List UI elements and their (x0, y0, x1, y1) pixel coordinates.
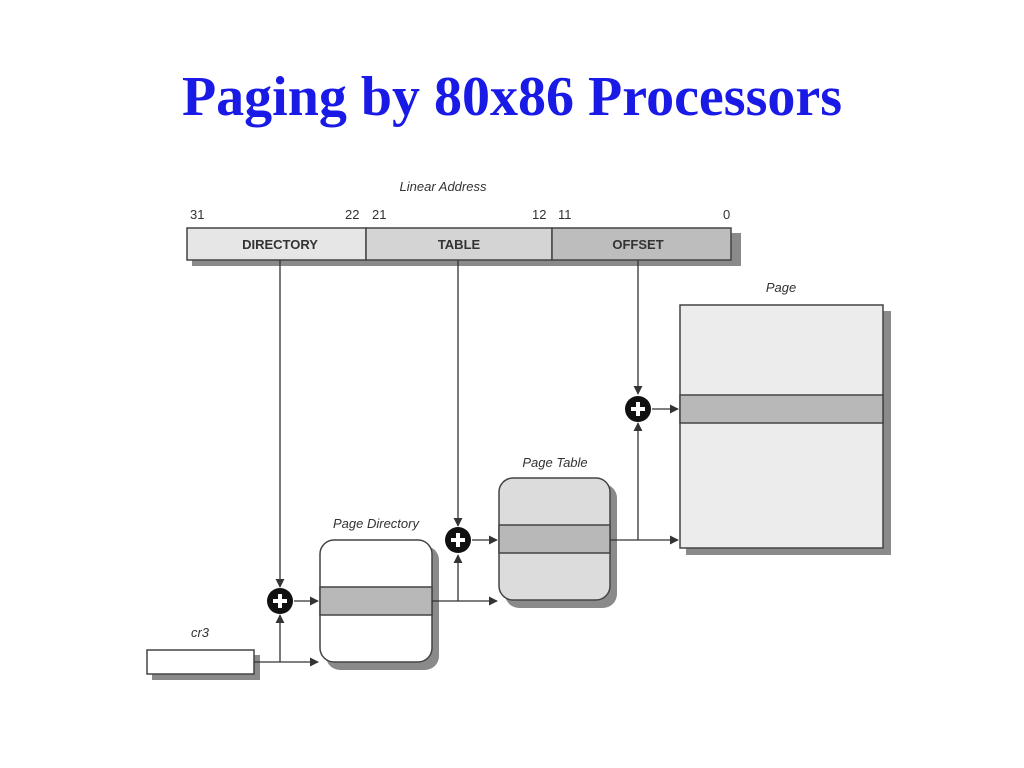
offset-field (551, 227, 732, 261)
page-table-label: Page Table (522, 455, 587, 470)
linear-address-register: DIRECTORY TABLE OFFSET (186, 227, 741, 266)
bit-label-22: 22 (345, 207, 359, 222)
page-body (679, 304, 884, 549)
bit-label-11: 11 (558, 207, 572, 222)
bit-label-0: 0 (723, 207, 730, 222)
connectors (254, 260, 679, 667)
adder-directory (267, 588, 293, 614)
page-table-entry (498, 524, 611, 554)
bit-label-31: 31 (190, 207, 204, 222)
adder-table (445, 527, 471, 553)
page-directory-block: Page Directory (319, 516, 439, 670)
bit-label-21: 21 (372, 207, 386, 222)
adder-offset (625, 396, 651, 422)
page-directory-entry (319, 586, 433, 616)
table-field-label: TABLE (438, 237, 481, 252)
directory-field (186, 227, 367, 261)
page-entry (679, 394, 884, 424)
offset-field-label: OFFSET (612, 237, 663, 252)
cr3-body (146, 649, 255, 675)
slide-title: Paging by 80x86 Processors (181, 66, 843, 128)
page-directory-label: Page Directory (333, 516, 420, 531)
directory-field-label: DIRECTORY (242, 237, 318, 252)
cr3-register: cr3 (146, 625, 260, 680)
linear-address-label: Linear Address (400, 179, 487, 194)
bit-label-12: 12 (532, 207, 546, 222)
page-block: Page (679, 280, 891, 555)
page-label: Page (766, 280, 796, 295)
cr3-label: cr3 (191, 625, 210, 640)
page-table-block: Page Table (498, 455, 617, 608)
